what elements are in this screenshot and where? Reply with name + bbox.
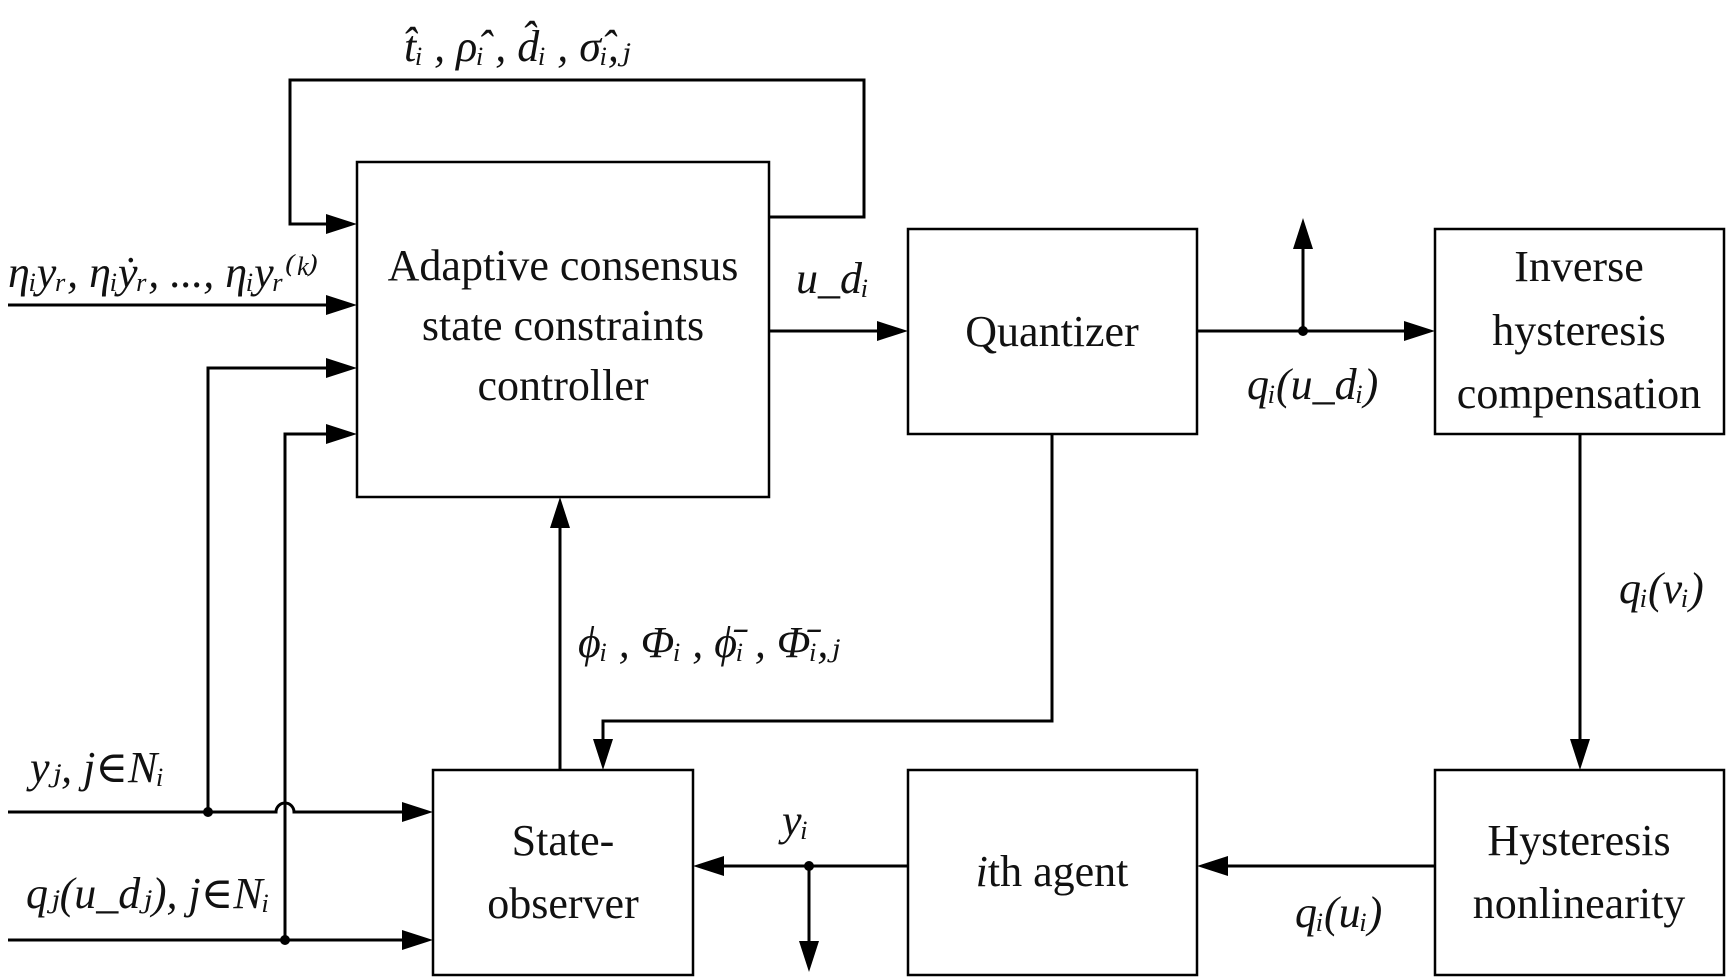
neighbor-inputs-to-controller-wire <box>283 432 330 940</box>
observer-to-controller-arrowhead <box>550 497 570 528</box>
agent-block: ith agent <box>906 768 1199 977</box>
controller-to-quantizer-arrowhead <box>877 321 908 341</box>
hysteresis-label-line2: nonlinearity <box>1473 879 1686 928</box>
reference-inputs-label: ηᵢyᵣ, ηᵢẏᵣ, ..., ηᵢyᵣ⁽ᵏ⁾ <box>8 248 318 297</box>
quantizer-output-tap-arrowhead <box>1293 218 1313 249</box>
inverse-label-line3: compensation <box>1457 369 1701 418</box>
hysteresis-nonlinearity-block: Hysteresis nonlinearity <box>1433 768 1726 977</box>
neighbor-outputs-to-controller-wire <box>206 366 330 812</box>
inverse-label-line2: hysteresis <box>1492 306 1666 355</box>
feedback-loop-wire <box>288 78 866 226</box>
neighbor-inputs-observer-arrowhead <box>402 930 433 950</box>
state-observer-block: State- observer <box>431 768 695 977</box>
neighbor-inputs-junction <box>280 935 290 945</box>
agent-to-observer-arrowhead <box>693 856 724 876</box>
agent-output-tap-arrowhead <box>799 941 819 972</box>
hysteresis-label-line1: Hysteresis <box>1487 816 1670 865</box>
neighbor-inputs-label: qⱼ(u_dⱼ), j∈Nᵢ <box>26 869 270 918</box>
inverse-hysteresis-block: Inverse hysteresis compensation <box>1433 227 1726 436</box>
inverse-to-hysteresis-arrowhead <box>1570 739 1590 770</box>
observer-label-line2: observer <box>487 879 639 928</box>
controller-label-line1: Adaptive consensus <box>388 241 739 290</box>
quantizer-output-junction <box>1298 326 1308 336</box>
neighbor-outputs-arrowhead <box>326 358 357 378</box>
neighbor-outputs-to-observer-wire <box>8 801 406 814</box>
agent-output-label: yᵢ <box>778 796 809 845</box>
neighbor-outputs-junction <box>203 807 213 817</box>
quantizer-to-inverse-arrowhead <box>1404 321 1435 341</box>
hysteresis-to-agent-arrowhead <box>1197 856 1228 876</box>
observer-signals-label: ϕᵢ , Φᵢ , ϕ̄ᵢ , Φ̄ᵢ,ⱼ <box>578 618 840 667</box>
agent-label-index: i <box>976 847 988 896</box>
inverse-label-line1: Inverse <box>1514 242 1644 291</box>
neighbor-outputs-label: yⱼ, j∈Nᵢ <box>26 743 164 792</box>
quantizer-to-observer-arrowhead <box>593 739 613 770</box>
reference-input-arrowhead <box>326 295 357 315</box>
quantizer-output-label: qᵢ(u_dᵢ) <box>1247 360 1378 409</box>
agent-output-junction <box>804 861 814 871</box>
quantizer-label: Quantizer <box>965 307 1139 356</box>
neighbor-outputs-observer-arrowhead <box>402 802 433 822</box>
controller-output-label: u_dᵢ <box>796 254 869 303</box>
controller-label-line2: state constraints <box>422 301 704 350</box>
neighbor-inputs-arrowhead <box>326 424 357 444</box>
quantizer-block: Quantizer <box>906 227 1199 436</box>
observer-label-line1: State- <box>512 816 615 865</box>
quantizer-to-observer-wire <box>601 434 1054 743</box>
agent-label-rest: th agent <box>988 847 1129 896</box>
feedback-params-label: t̂ᵢ , ρ̂ᵢ , d̂ᵢ , σ̂ᵢ,ⱼ <box>404 21 631 71</box>
controller-label-line3: controller <box>477 361 648 410</box>
agent-label: ith agent <box>976 847 1129 896</box>
hysteresis-output-label: qᵢ(uᵢ) <box>1295 888 1382 937</box>
inverse-output-label: qᵢ(vᵢ) <box>1619 564 1704 613</box>
controller-block: Adaptive consensus state constraints con… <box>355 160 771 499</box>
feedback-arrowhead <box>326 214 357 234</box>
